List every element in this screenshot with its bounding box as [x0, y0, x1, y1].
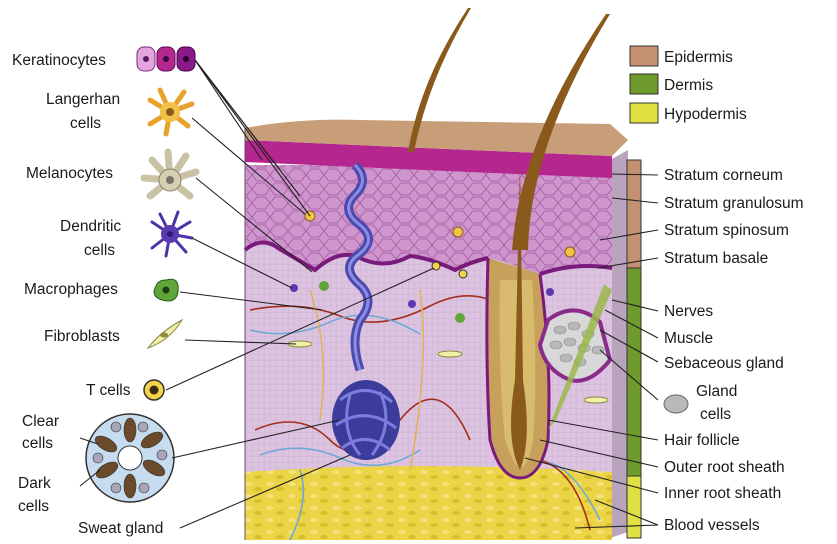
- label-sweat-gland: Sweat gland: [78, 520, 163, 537]
- label-stratum-spinosum: Stratum spinosum: [664, 222, 789, 239]
- gland-cell-icon: [664, 395, 688, 413]
- right-labels: Stratum corneum Stratum granulosum Strat…: [664, 167, 804, 534]
- label-stratum-corneum: Stratum corneum: [664, 167, 783, 184]
- label-langerhan-line1: Langerhan: [46, 91, 120, 108]
- label-gland-line1: Gland: [696, 383, 737, 400]
- legend-label-epidermis: Epidermis: [664, 49, 733, 66]
- langerhan-cell-icon: [150, 90, 192, 134]
- label-dendritic-line1: Dendritic: [60, 218, 121, 235]
- label-dark-line1: Dark: [18, 475, 51, 492]
- label-hair-follicle: Hair follicle: [664, 432, 740, 449]
- label-blood-vessels: Blood vessels: [664, 517, 760, 534]
- label-macrophages: Macrophages: [24, 281, 118, 298]
- label-outer-root-sheath: Outer root sheath: [664, 459, 785, 476]
- hypodermis-layer: [245, 464, 612, 540]
- label-dendritic-line2: cells: [84, 242, 115, 259]
- sweat-gland-cross-section-icon: [86, 414, 174, 502]
- label-muscle: Muscle: [664, 330, 713, 347]
- legend-label-hypodermis: Hypodermis: [664, 106, 747, 123]
- macrophage-icon: [154, 279, 178, 301]
- label-melanocytes: Melanocytes: [26, 165, 113, 182]
- label-fibroblasts: Fibroblasts: [44, 328, 120, 345]
- legend-swatch-hypodermis: [630, 103, 658, 123]
- legend-swatch-epidermis: [630, 46, 658, 66]
- label-gland-line2: cells: [700, 406, 731, 423]
- label-stratum-granulosum: Stratum granulosum: [664, 195, 804, 212]
- keratinocyte-icon: [137, 47, 195, 71]
- label-dark-line2: cells: [18, 498, 49, 515]
- label-clear-line1: Clear: [22, 413, 59, 430]
- legend-swatch-dermis: [630, 74, 658, 94]
- label-stratum-basale: Stratum basale: [664, 250, 768, 267]
- label-clear-line2: cells: [22, 435, 53, 452]
- dendritic-cell-icon: [152, 212, 192, 256]
- label-keratinocytes: Keratinocytes: [12, 52, 106, 69]
- label-sebaceous-gland: Sebaceous gland: [664, 355, 784, 372]
- left-cell-icons: [86, 47, 196, 502]
- label-langerhan-line2: cells: [70, 115, 101, 132]
- melanocyte-icon: [144, 152, 196, 196]
- label-nerves: Nerves: [664, 303, 713, 320]
- label-t-cells: T cells: [86, 382, 131, 399]
- legend-label-dermis: Dermis: [664, 77, 713, 94]
- legend: Epidermis Dermis Hypodermis: [630, 46, 747, 123]
- t-cell-icon: [144, 380, 164, 400]
- fibroblast-icon: [148, 320, 182, 348]
- label-inner-root-sheath: Inner root sheath: [664, 485, 781, 502]
